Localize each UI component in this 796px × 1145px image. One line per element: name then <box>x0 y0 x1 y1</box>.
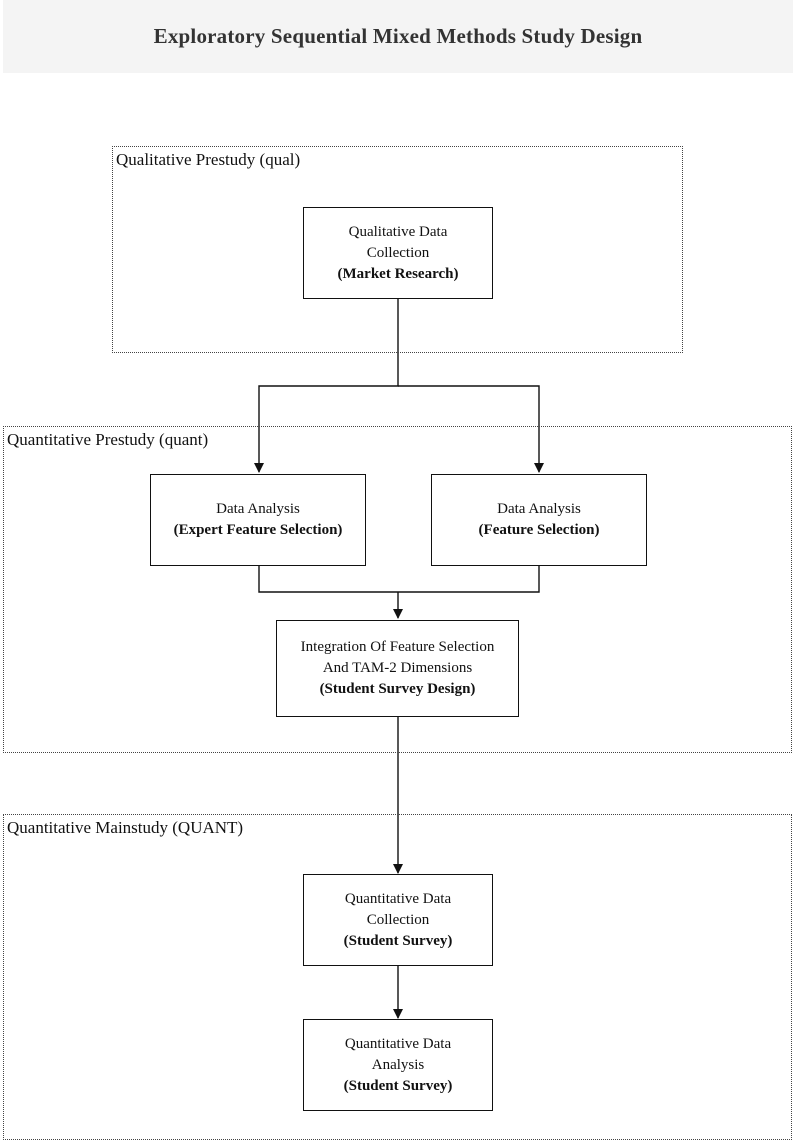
node-data-analysis-feature: Data Analysis (Feature Selection) <box>431 474 647 566</box>
node-data-analysis-expert: Data Analysis (Expert Feature Selection) <box>150 474 366 566</box>
diagram-title: Exploratory Sequential Mixed Methods Stu… <box>153 24 643 48</box>
node-subtitle: (Student Survey Design) <box>319 681 476 697</box>
node-text: Quantitative Data <box>344 890 452 907</box>
connector-expert-analysis-merge <box>258 565 540 593</box>
node-text: Quantitative Data <box>344 1035 452 1052</box>
node-quantitative-data-collection: Quantitative Data Collection (Student Su… <box>303 874 493 966</box>
node-text: Data Analysis <box>497 501 581 517</box>
phase-label-qual: Qualitative Prestudy (qual) <box>116 150 301 169</box>
node-integration: Integration Of Feature Selection And TAM… <box>276 620 519 717</box>
node-subtitle: (Student Survey) <box>343 932 453 949</box>
node-text: Qualitative Data <box>348 223 448 240</box>
node-text: Collection <box>366 244 430 261</box>
node-quantitative-data-analysis: Quantitative Data Analysis (Student Surv… <box>303 1019 493 1111</box>
phase-qualitative-prestudy: Qualitative Prestudy (qual) <box>112 146 683 353</box>
node-qualitative-data-collection: Qualitative Data Collection (Market Rese… <box>303 207 493 299</box>
connector-qual-to-expert-analysis <box>254 298 399 473</box>
node-text: Data Analysis <box>216 501 300 517</box>
node-subtitle: (Feature Selection) <box>478 522 600 538</box>
node-subtitle: (Student Survey) <box>343 1077 453 1094</box>
node-subtitle: (Expert Feature Selection) <box>173 522 343 538</box>
phase-label-quant: Quantitative Prestudy (quant) <box>7 430 209 449</box>
node-subtitle: (Market Research) <box>337 265 459 282</box>
node-text: Collection <box>366 911 430 928</box>
phase-quantitative-prestudy: Quantitative Prestudy (quant) <box>3 426 792 753</box>
phase-label-main: Quantitative Mainstudy (QUANT) <box>7 818 244 837</box>
node-text: And TAM-2 Dimensions <box>322 660 473 676</box>
connector-qual-to-feature-analysis <box>398 385 544 473</box>
phase-quantitative-mainstudy: Quantitative Mainstudy (QUANT) <box>3 814 792 1140</box>
title-bar: Exploratory Sequential Mixed Methods Stu… <box>3 0 793 73</box>
node-text: Integration Of Feature Selection <box>300 639 495 655</box>
node-text: Analysis <box>371 1056 425 1073</box>
